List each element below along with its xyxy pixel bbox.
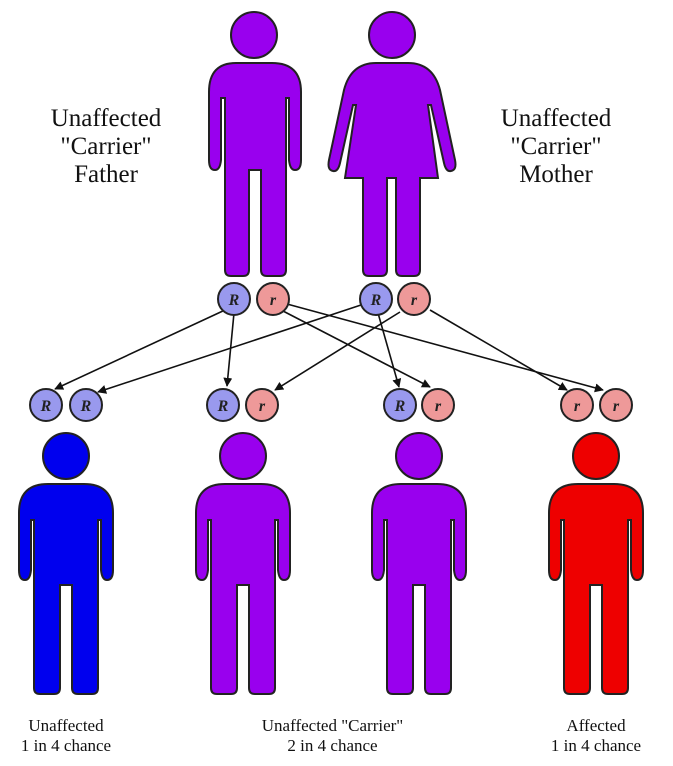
arrow-mother-r-to-child-4 — [429, 309, 568, 391]
mother-figure — [327, 11, 457, 277]
arrow-father-r-to-child-4 — [286, 303, 604, 393]
svg-text:R: R — [370, 292, 382, 309]
svg-text:R: R — [40, 398, 52, 415]
svg-text:R: R — [80, 398, 92, 415]
child-3-allele-2: r — [421, 388, 455, 422]
affected-caption-line-2: 1 in 4 chance — [550, 736, 642, 755]
arrow-mother-r-to-child-2 — [274, 311, 401, 391]
svg-text:R: R — [228, 292, 240, 309]
father-alleles: R r — [217, 282, 290, 316]
father-caption-line-2: "Carrier" — [60, 133, 152, 160]
child-1-figure — [18, 432, 114, 695]
svg-text:R: R — [394, 398, 406, 415]
svg-text:r: r — [574, 398, 581, 415]
child-3-allele-1: R — [383, 388, 417, 422]
mother-caption-line-3: Mother — [519, 161, 593, 188]
child-4-figure — [548, 432, 644, 695]
affected-caption-line-1: Affected — [566, 716, 626, 735]
carrier-caption-line-1: Unaffected "Carrier" — [261, 716, 404, 735]
child-1-allele-2: R — [69, 388, 103, 422]
child-2-body — [195, 483, 291, 695]
mother-body — [327, 62, 457, 277]
child-2-figure — [195, 432, 291, 695]
father-caption-line-3: Father — [74, 161, 138, 188]
arrow-father-R-to-child-2 — [223, 312, 235, 387]
mother-allele-1: R — [359, 282, 393, 316]
child-2-allele-2: r — [245, 388, 279, 422]
mother-head — [368, 11, 416, 59]
svg-text:r: r — [435, 398, 442, 415]
svg-text:R: R — [217, 398, 229, 415]
svg-text:r: r — [411, 292, 418, 309]
unaffected-caption: Unaffected 1 in 4 chance — [0, 716, 132, 756]
child-1-allele-1: R — [29, 388, 63, 422]
mother-caption-line-1: Unaffected — [500, 105, 612, 132]
child-4-alleles: r r — [560, 388, 633, 422]
svg-text:r: r — [259, 398, 266, 415]
inheritance-arrows — [54, 303, 604, 394]
child-3-head — [395, 432, 443, 480]
child-2-allele-1: R — [206, 388, 240, 422]
mother-allele-2: r — [397, 282, 431, 316]
arrow-mother-R-to-child-3 — [377, 312, 402, 388]
arrow-mother-R-to-child-1 — [97, 304, 362, 394]
unaffected-caption-line-1: Unaffected — [28, 716, 104, 735]
father-caption: Unaffected "Carrier" Father — [36, 105, 176, 189]
child-2-head — [219, 432, 267, 480]
child-3-alleles: R r — [383, 388, 455, 422]
affected-caption: Affected 1 in 4 chance — [526, 716, 666, 756]
carrier-caption-line-2: 2 in 4 chance — [287, 736, 378, 755]
child-1-body — [18, 483, 114, 695]
father-allele-2: r — [256, 282, 290, 316]
mother-caption-line-2: "Carrier" — [510, 133, 602, 160]
child-2-alleles: R r — [206, 388, 279, 422]
father-allele-1: R — [217, 282, 251, 316]
child-1-alleles: R R — [29, 388, 103, 422]
unaffected-caption-line-2: 1 in 4 chance — [20, 736, 112, 755]
svg-text:r: r — [613, 398, 620, 415]
carrier-caption: Unaffected "Carrier" 2 in 4 chance — [210, 716, 455, 756]
child-4-head — [572, 432, 620, 480]
child-1-head — [42, 432, 90, 480]
svg-text:r: r — [270, 292, 277, 309]
child-3-figure — [371, 432, 467, 695]
child-3-body — [371, 483, 467, 695]
father-body — [208, 62, 302, 277]
mother-caption: Unaffected "Carrier" Mother — [486, 105, 626, 189]
father-figure — [208, 11, 302, 277]
father-caption-line-1: Unaffected — [50, 105, 162, 132]
mother-alleles: R r — [359, 282, 431, 316]
arrow-father-R-to-child-1 — [54, 309, 226, 390]
arrow-father-r-to-child-3 — [282, 310, 431, 388]
father-head — [230, 11, 278, 59]
child-4-allele-2: r — [599, 388, 633, 422]
child-4-body — [548, 483, 644, 695]
child-4-allele-1: r — [560, 388, 594, 422]
